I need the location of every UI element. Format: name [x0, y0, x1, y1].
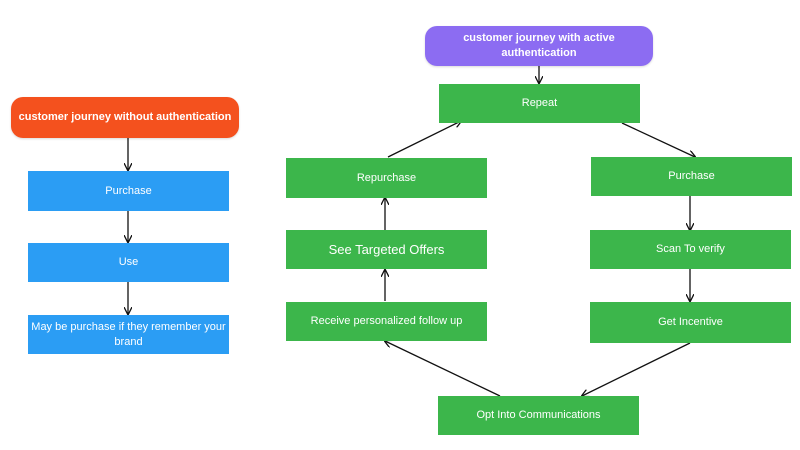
arrow-repeat-to-purchase — [621, 122, 695, 157]
left-journey-title: customer journey without authentication — [11, 97, 239, 138]
step-repurchase: Repurchase — [286, 158, 487, 198]
right-journey-title: customer journey with active authenticat… — [425, 26, 653, 66]
step-receive-follow-up: Receive personalized follow up — [286, 302, 487, 341]
arrow-optin-to-followup — [385, 341, 501, 397]
arrow-repurchase-to-repeat — [387, 121, 461, 158]
left-step-use: Use — [28, 243, 229, 282]
step-get-incentive: Get Incentive — [590, 302, 791, 343]
left-step-purchase: Purchase — [28, 171, 229, 211]
step-repeat: Repeat — [439, 84, 640, 123]
step-opt-into-communications: Opt Into Communications — [438, 396, 639, 435]
step-scan-to-verify: Scan To verify — [590, 230, 791, 269]
arrow-incentive-to-optin — [582, 342, 691, 396]
step-see-targeted-offers: See Targeted Offers — [286, 230, 487, 269]
left-step-maybe-purchase: May be purchase if they remember your br… — [28, 315, 229, 354]
step-purchase: Purchase — [591, 157, 792, 196]
